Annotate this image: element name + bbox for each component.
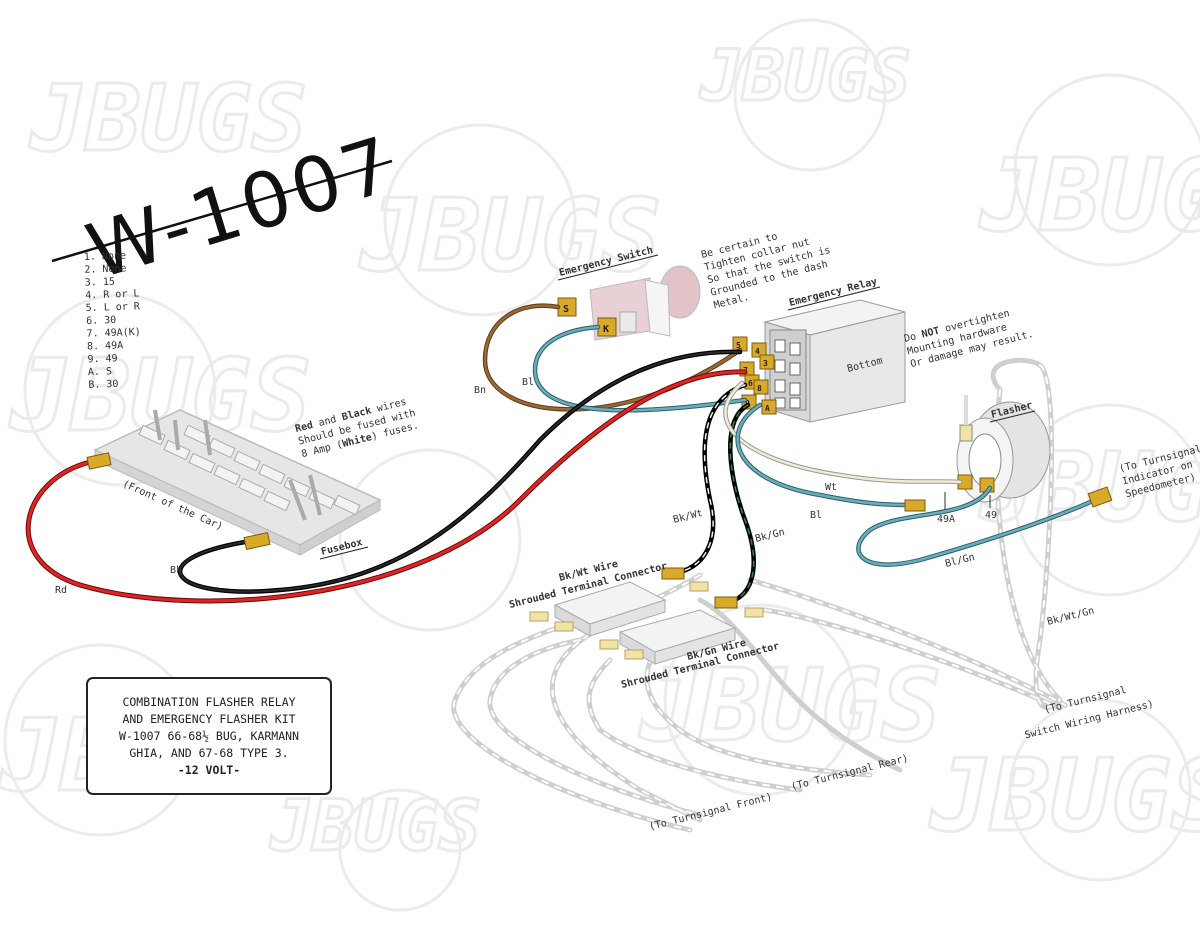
watermark-seal bbox=[338, 788, 462, 912]
shrouded-connectors bbox=[529, 581, 764, 665]
wire-label-bl: Bl bbox=[522, 377, 534, 388]
flasher-lamp-socket bbox=[959, 424, 973, 442]
relay-terminal-3 bbox=[759, 354, 775, 370]
wire-label-wt: Wt bbox=[825, 482, 837, 493]
switch-terminal-k-label: K bbox=[603, 324, 609, 335]
wires bbox=[25, 303, 1098, 604]
watermark-brand: JBUGS bbox=[979, 137, 1200, 254]
label-underline bbox=[989, 410, 1036, 423]
relay-pin-label: A bbox=[765, 404, 770, 413]
flasher-49-label: 49 bbox=[985, 510, 997, 521]
wire-label-bk-wt-gn: Bk/Wt/Gn bbox=[1046, 606, 1095, 628]
red-wire-fuse-terminal bbox=[86, 452, 112, 470]
watermark-top-left: JBUGS bbox=[28, 64, 309, 174]
emergency-relay: 5 4 3 7 6 8 9 A Bottom bbox=[732, 299, 906, 423]
label-underline bbox=[319, 546, 369, 560]
destination-front: (To Turnsignal Front) bbox=[648, 792, 773, 833]
wire-label-rd: Rd bbox=[55, 585, 67, 596]
flasher-49a-label: 49A bbox=[937, 514, 955, 525]
wire-label-bn: Bn bbox=[474, 385, 486, 396]
watermark-seal bbox=[733, 18, 887, 172]
pin-list-item: 8. 49A bbox=[87, 340, 123, 352]
pin-list-item: A. S bbox=[88, 366, 112, 378]
wire-label-bk-wt: Bk/Wt bbox=[672, 508, 704, 526]
watermark-brand: JBUGS bbox=[929, 737, 1200, 854]
svg-text:JBUGS: JBUGS bbox=[29, 65, 307, 172]
relay-terminal-a bbox=[761, 399, 777, 415]
note-fuse: Red and Black wires Should be fused with… bbox=[294, 397, 420, 461]
relay-pin-label: 6 bbox=[748, 379, 753, 388]
pin-list-item: 9. 49 bbox=[87, 353, 117, 365]
bkwt-connector-terminal bbox=[661, 567, 685, 580]
watermark-seal bbox=[383, 123, 577, 317]
bkgn-connector-terminal bbox=[714, 596, 738, 609]
watermark-brand: JBUGS bbox=[639, 647, 941, 764]
kit-info-line: COMBINATION FLASHER RELAY bbox=[122, 694, 296, 709]
watermark-seal bbox=[663, 603, 857, 797]
wire-label-bk: Bk bbox=[170, 565, 182, 576]
watermark-seal bbox=[338, 448, 522, 632]
kit-info-line: GHIA, AND 67-68 TYPE 3. bbox=[129, 745, 289, 760]
wire-terminals bbox=[86, 452, 1113, 609]
wire-label-bk-gn: Bk/Gn bbox=[754, 527, 786, 545]
pin-list-item: 5. L or R bbox=[86, 301, 142, 314]
label-underline bbox=[787, 286, 881, 311]
black-wire-fuse-terminal bbox=[243, 532, 271, 550]
watermark-brand: JBUGS bbox=[359, 177, 661, 294]
relay-pin-label: 3 bbox=[763, 359, 768, 368]
kit-info-line: AND EMERGENCY FLASHER KIT bbox=[122, 711, 296, 726]
relay-pin-label: 4 bbox=[755, 347, 760, 356]
emergency-switch: S K bbox=[557, 265, 701, 341]
relay-pin-label: 8 bbox=[757, 384, 762, 393]
kit-info-line: W-1007 66-68½ BUG, KARMANN bbox=[118, 728, 299, 743]
flasher-49a-wire-terminal bbox=[904, 499, 926, 512]
indicator-terminal bbox=[1087, 486, 1113, 508]
watermark-brand: JBUGS bbox=[269, 785, 481, 867]
watermark-seal bbox=[23, 293, 217, 487]
pin-list-item: 6. 30 bbox=[86, 315, 116, 327]
kit-info-voltage: -12 VOLT- bbox=[177, 762, 241, 777]
switch-terminal-s-label: S bbox=[563, 304, 569, 315]
fusebox bbox=[93, 409, 382, 556]
wire-label-bl-flasher: Bl bbox=[810, 510, 822, 521]
pin-list-item: 7. 49A(K) bbox=[86, 327, 141, 340]
pin-list-item: B. 30 bbox=[88, 379, 118, 391]
relay-terminal-4 bbox=[751, 342, 767, 358]
pin-list-item: 1. None bbox=[84, 251, 127, 263]
watermark-seal bbox=[1013, 73, 1200, 267]
watermark-seal bbox=[1013, 403, 1200, 597]
title-underline bbox=[51, 159, 393, 263]
pin-list-item: 3. 15 bbox=[85, 277, 115, 289]
watermark-brand: JBUGS bbox=[699, 35, 911, 117]
wire-label-bl-gn: Bl/Gn bbox=[944, 552, 976, 570]
label-underline bbox=[557, 254, 659, 281]
kit-info-box: COMBINATION FLASHER RELAY AND EMERGENCY … bbox=[86, 677, 332, 795]
pin-list-item: 4. R or L bbox=[85, 288, 140, 301]
pin-list-item: 2. None bbox=[84, 263, 127, 275]
relay-terminal-8 bbox=[753, 379, 769, 395]
flasher bbox=[944, 395, 1051, 510]
relay-pin-label: 5 bbox=[736, 341, 741, 350]
watermark-seal bbox=[1008, 698, 1192, 882]
